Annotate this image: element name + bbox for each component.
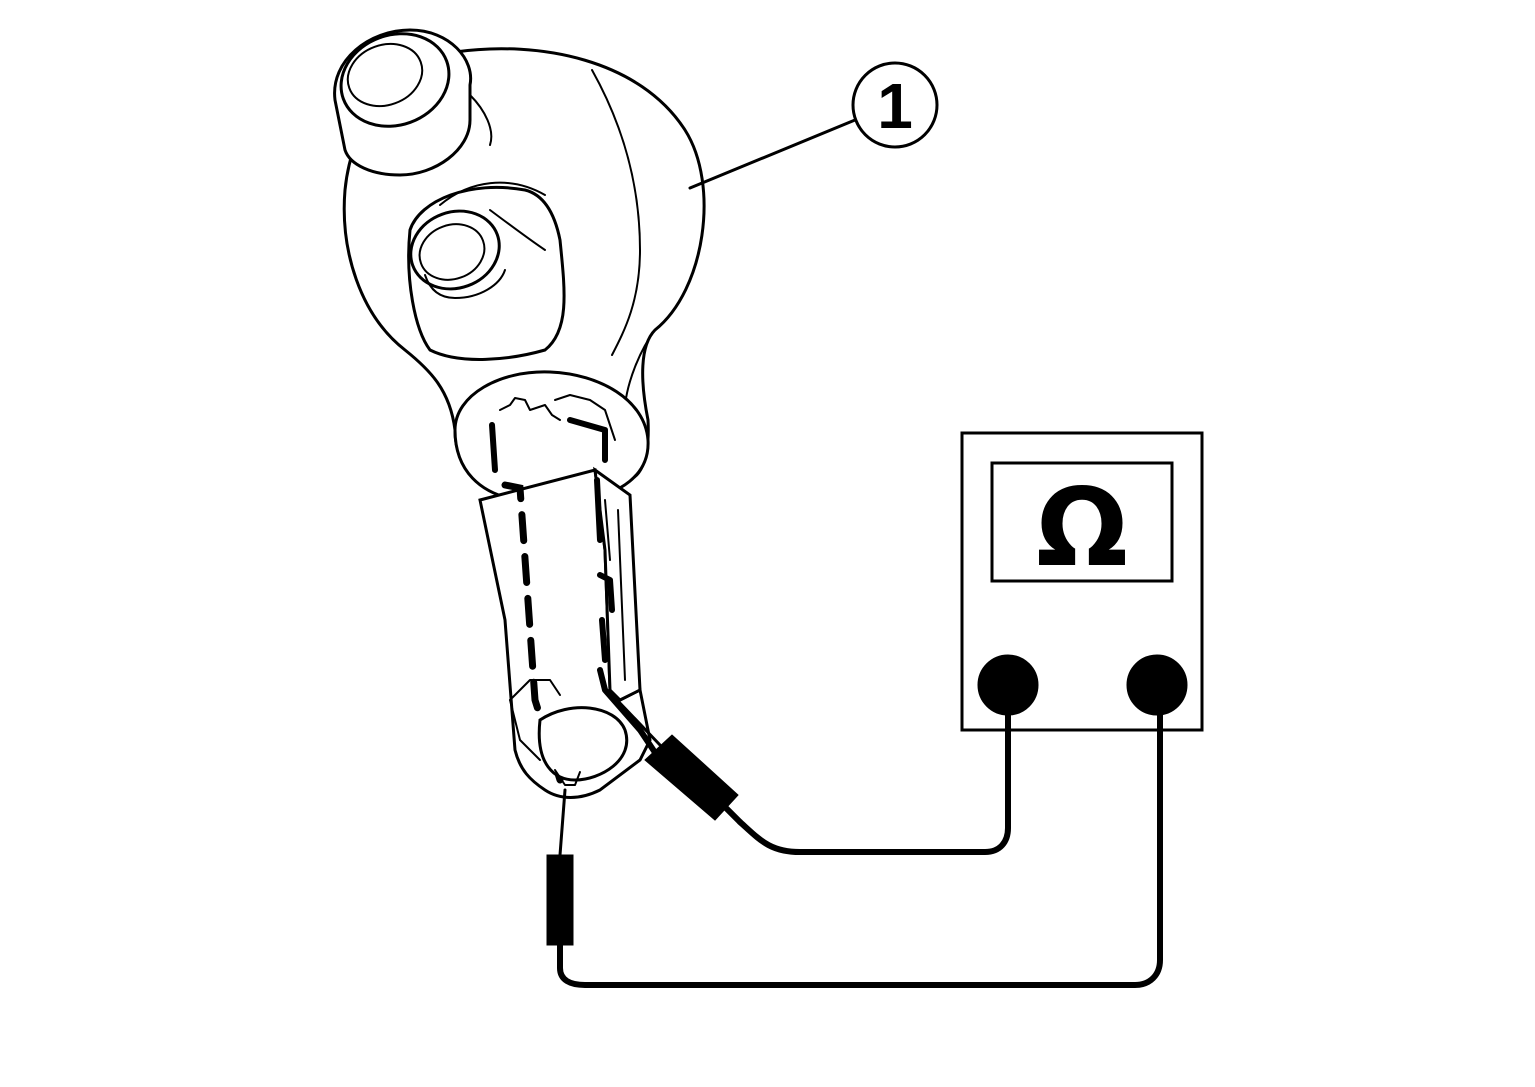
test-leads bbox=[546, 698, 1163, 988]
ohm-symbol: Ω bbox=[1036, 466, 1128, 591]
meter-terminal-right bbox=[1126, 654, 1188, 716]
test-probe-icon bbox=[546, 788, 574, 963]
ohmmeter-icon: Ω bbox=[960, 431, 1204, 732]
meter-display bbox=[990, 461, 1174, 583]
shift-knob-icon bbox=[333, 28, 706, 502]
knob-shaft bbox=[478, 466, 663, 799]
test-probe-icon bbox=[615, 698, 743, 825]
callout-1: 1 bbox=[688, 61, 939, 190]
callout-1-label: 1 bbox=[877, 70, 913, 142]
meter-terminal-left bbox=[977, 654, 1039, 716]
